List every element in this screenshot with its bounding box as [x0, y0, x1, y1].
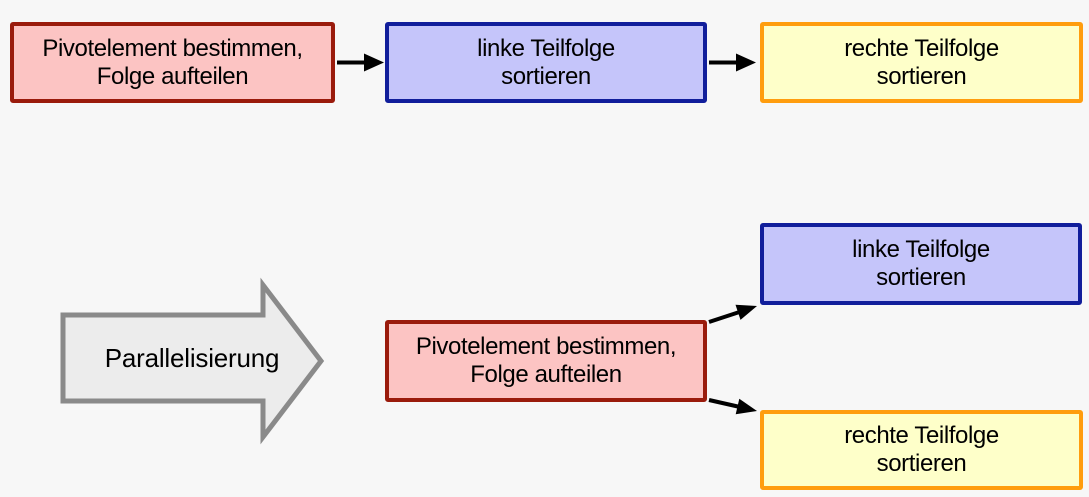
- parallelization-arrow-label: Parallelisierung: [104, 342, 280, 373]
- box-sequential-right-subsequence: rechte Teilfolge sortieren: [760, 22, 1083, 103]
- arrow-line: [708, 309, 742, 324]
- arrowhead-icon: [735, 398, 757, 415]
- arrow-par-pivot-to-right: [708, 398, 757, 415]
- box-parallel-left-subsequence-label: linke Teilfolge sortieren: [852, 236, 990, 291]
- box-parallel-right-subsequence-label: rechte Teilfolge sortieren: [844, 422, 999, 477]
- box-sequential-left-subsequence-label: linke Teilfolge sortieren: [477, 34, 615, 90]
- box-sequential-pivot-label: Pivotelement bestimmen, Folge aufteilen: [42, 34, 303, 90]
- arrow-seq-pivot-to-left: [337, 53, 384, 72]
- box-sequential-pivot: Pivotelement bestimmen, Folge aufteilen: [10, 22, 335, 103]
- box-parallel-left-subsequence: linke Teilfolge sortieren: [760, 223, 1082, 305]
- arrowhead-icon: [736, 53, 756, 72]
- box-parallel-pivot: Pivotelement bestimmen, Folge aufteilen: [385, 320, 707, 402]
- box-parallel-right-subsequence: rechte Teilfolge sortieren: [760, 410, 1083, 490]
- arrowhead-icon: [364, 53, 384, 72]
- parallelization-big-arrow-shape: [60, 277, 325, 445]
- arrow-line: [708, 398, 741, 409]
- arrow-par-pivot-to-left: [708, 304, 757, 324]
- arrow-seq-left-to-right: [709, 53, 756, 72]
- box-sequential-right-subsequence-label: rechte Teilfolge sortieren: [844, 34, 999, 90]
- arrowhead-icon: [735, 304, 757, 320]
- box-parallel-pivot-label: Pivotelement bestimmen, Folge aufteilen: [415, 333, 677, 388]
- box-sequential-left-subsequence: linke Teilfolge sortieren: [385, 22, 707, 103]
